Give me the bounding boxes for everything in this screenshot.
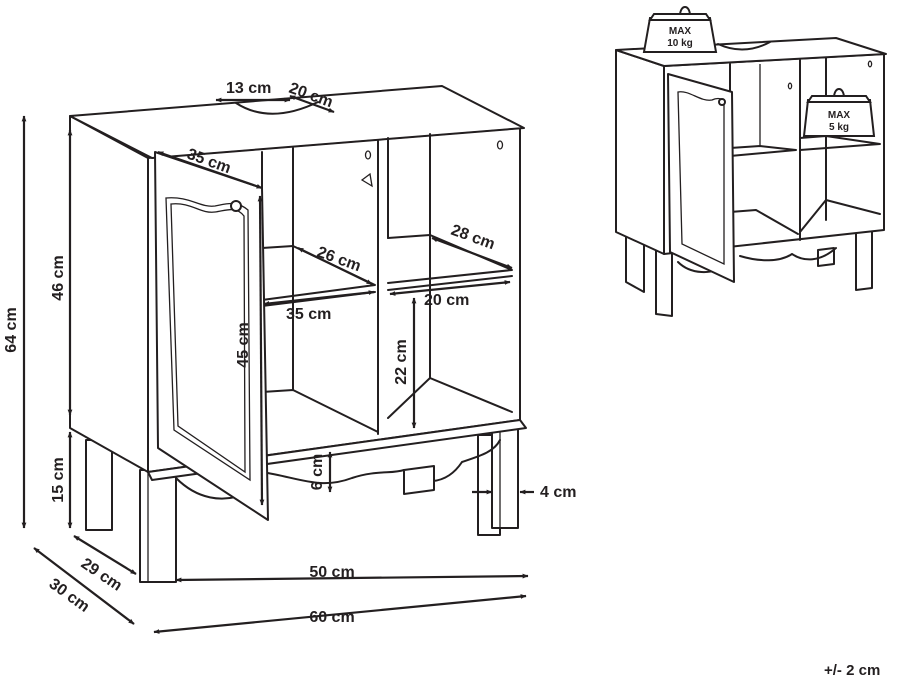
inner-width-label: 50 cm xyxy=(309,564,354,581)
left-shelf-width-label: 35 cm xyxy=(286,306,331,323)
load-capacity-drawing: MAX 10 kg MAX 5 kg xyxy=(615,6,887,317)
weight-icon-top: MAX 10 kg xyxy=(642,6,718,53)
leg-inset-label: 4 cm xyxy=(540,484,576,501)
door-height-label: 45 cm xyxy=(235,322,252,367)
total-depth-label: 30 cm xyxy=(46,575,93,615)
leg-height-label: 15 cm xyxy=(50,457,67,502)
cutout-width-label: 13 cm xyxy=(226,80,271,97)
cabinet-legs xyxy=(85,419,519,583)
shelf-clearance-label: 22 cm xyxy=(393,339,410,384)
inner-depth-label: 29 cm xyxy=(78,555,125,594)
main-cabinet-drawing xyxy=(69,85,527,583)
top-load-value: 10 kg xyxy=(667,38,693,49)
shelf-load-value: 5 kg xyxy=(829,122,849,133)
tolerance-note: +/- 2 cm xyxy=(824,662,880,679)
dimension-lines xyxy=(21,94,534,634)
top-load-max: MAX xyxy=(669,26,692,37)
total-height-label: 64 cm xyxy=(3,307,20,352)
body-height-label: 46 cm xyxy=(50,255,67,300)
total-width-label: 60 cm xyxy=(309,609,354,626)
weight-icon-shelf: MAX 5 kg xyxy=(802,88,876,137)
shelf-load-max: MAX xyxy=(828,110,851,121)
apron-height-label: 6 cm xyxy=(309,454,326,490)
right-shelf-width-label: 20 cm xyxy=(424,292,469,309)
